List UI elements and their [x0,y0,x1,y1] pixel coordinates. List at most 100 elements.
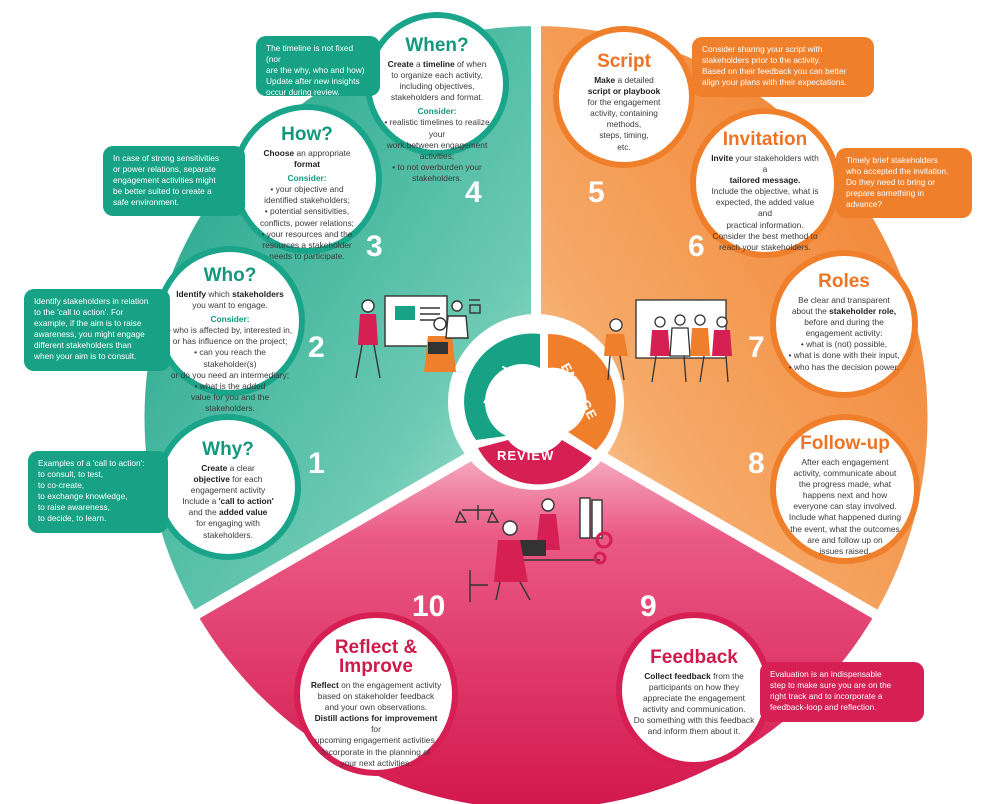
invitation-text: reach your stakeholders. [719,241,811,252]
when-text: to organize each activity, [391,70,483,81]
note-line: Evaluation is an indispensable [770,669,882,679]
who-bullet: or has influence on the project; [172,336,288,347]
engage-illustration [604,299,732,383]
reflect-text: based on stakeholder feedback [317,691,435,702]
why-title: Why? [202,439,254,460]
roles-text: stakeholder role, [829,306,897,317]
invitation-text: your stakeholders with a [733,153,819,175]
note-line: Consider sharing your script with [702,44,823,54]
invitation-text: expected, the added value and [715,197,815,219]
roles-text: engagement activity: [805,328,883,339]
reflect-text: for [371,724,381,735]
followup-text: After each engagement [801,457,889,467]
followup-text: Include what happened during [788,512,902,523]
how-consider: Consider: [287,173,327,184]
reflect-text: Reflect [310,680,339,690]
why-text: and the [188,507,219,518]
feedback-text: Do something with this feedback [633,715,755,726]
note-line: to decide, to learn. [38,513,107,524]
why-text: for each [229,474,263,485]
why-text: objective [193,474,230,485]
why-text: stakeholders. [203,529,253,540]
followup-text: activity, communicate about [793,468,897,479]
how-bullet: identified stakeholders; [264,195,350,206]
script-text: methods, [606,119,642,130]
invitation-text: Invite [711,153,734,163]
how-bullet: conflicts, power relations; [259,217,355,228]
note-line: Timely brief stakeholders [846,155,938,165]
feedback-text: from the [710,671,744,681]
how-title: How? [281,124,333,145]
how-step: How? Choose an appropriate format Consid… [232,104,382,261]
step-number-5: 5 [588,176,605,209]
step-number-7: 7 [748,331,765,364]
note-line: who accepted the invitation. [846,166,949,177]
note-line: when your aim is to consult. [34,351,137,362]
note-line: to co-create, [38,480,85,491]
review-illustration [454,497,613,602]
followup-text: everyone can stay involved. [793,501,897,512]
note-line: right track and to incorporate a [770,691,883,702]
feedback-text: Collect feedback [644,671,711,681]
note-line: Do they need to bring or [846,177,936,188]
step-number-4: 4 [465,176,482,209]
script-text: activity, containing [590,108,658,119]
feedback-text: and inform them about it. [647,726,741,737]
followup-text: issues raised. [819,545,871,556]
how-bullet: • potential sensitivities, [264,206,350,217]
how-bullet: needs to participate. [269,250,345,261]
who-bullet: value for you and the [190,391,270,402]
how-bullet: resources a stakeholder [262,239,352,250]
who-bullet: or do you need an intermediary; [170,369,290,380]
step-number-10: 10 [412,590,446,623]
reflect-text: and your own observations. [324,702,428,713]
note-line: safe environment. [113,197,179,208]
followup-text: happens next and how [802,490,888,501]
when-text: including objectives, [399,81,475,92]
note-line: or power relations, separate [113,164,216,175]
invitation-title: Invitation [722,129,808,150]
how-bullet: • your objective and [270,184,344,195]
invitation-text: Include the objective, what is [711,186,819,197]
who-text: stakeholders [232,289,284,299]
note-line: In case of strong sensitivities [113,153,220,163]
note-line: engagement activities might [113,175,216,186]
roles-bullet: • who has the decision power. [788,361,900,372]
script-text: a detailed [615,75,654,85]
when-text: stakeholders and format. [390,92,484,103]
note-line: stakeholders prior to the activity. [702,55,821,66]
note-line: Update after new insights [266,76,360,87]
step-number-6: 6 [688,230,705,263]
roles-title: Roles [818,271,870,292]
reflect-text: upcoming engagement activities. [315,735,437,746]
why-text: Create [201,463,228,473]
followup-text: the event, what the outcomes [790,523,900,534]
step-number-9: 9 [640,590,657,623]
who-bullet: • can you reach the stakeholder(s) [194,347,266,369]
why-note: Examples of a 'call to action':to consul… [28,451,168,533]
who-bullet: stakeholders. [205,402,255,413]
plan-arc [464,333,540,440]
note-line: advance? [846,199,882,210]
why-text: for engaging with [196,518,260,529]
how-bullet: • your resources and the [261,228,353,239]
feedback-text: appreciate the engagement [643,693,745,704]
note-line: occur during review. [266,87,340,98]
when-text: of when [454,59,487,69]
reflect-text: your next activities. [340,757,412,768]
note-line: prepare something in [846,188,924,199]
note-line: Examples of a 'call to action': [38,458,145,468]
roles-text: Be clear and transparent [798,295,890,305]
invitation-step: Invitation Invite your stakeholders with… [690,108,840,258]
script-text: steps, timing, [599,130,649,141]
who-text: Identify [176,289,207,299]
